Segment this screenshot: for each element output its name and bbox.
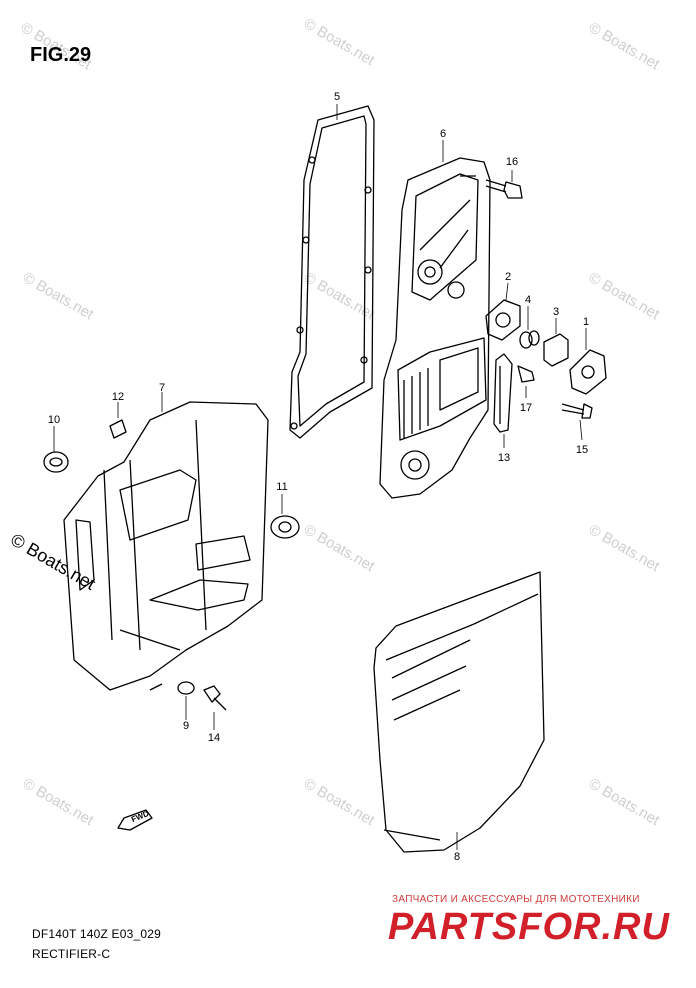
clip-12 <box>109 419 127 439</box>
callout-7: 7 <box>158 382 166 394</box>
callout-9: 9 <box>182 720 190 732</box>
cap-1 <box>569 349 607 395</box>
section-name: RECTIFIER-C <box>32 947 111 961</box>
callout-1: 1 <box>582 316 590 328</box>
callout-15: 15 <box>575 444 589 456</box>
bracket <box>63 401 269 691</box>
gasket <box>289 105 375 439</box>
model-code: DF140T 140Z E03_029 <box>32 927 161 941</box>
rectifier <box>379 157 491 499</box>
grommet-11 <box>270 515 300 539</box>
callout-13: 13 <box>497 452 511 464</box>
bolt-14 <box>203 685 227 711</box>
grommet-10 <box>43 451 69 473</box>
leader-lines <box>53 104 587 850</box>
shop-tagline: ЗАПЧАСТИ И АКСЕССУАРЫ ДЛЯ МОТОТЕХНИКИ <box>392 894 640 905</box>
callout-8: 8 <box>453 851 461 863</box>
small-gasket <box>485 299 521 341</box>
callout-16: 16 <box>505 156 519 168</box>
callout-4: 4 <box>524 294 532 306</box>
spacer-3 <box>543 333 569 367</box>
callout-17: 17 <box>519 402 533 414</box>
callout-14: 14 <box>207 732 221 744</box>
callout-12: 12 <box>111 391 125 403</box>
fwd-arrow <box>117 809 153 831</box>
washer-4 <box>519 330 540 349</box>
bolt-16 <box>485 179 523 199</box>
callout-5: 5 <box>333 91 341 103</box>
shop-logo[interactable]: PARTSFOR.RU <box>388 906 670 948</box>
callout-6: 6 <box>439 128 447 140</box>
callout-3: 3 <box>552 306 560 318</box>
callout-11: 11 <box>276 481 288 493</box>
strap-13 <box>493 353 513 433</box>
callout-10: 10 <box>47 414 61 426</box>
cover <box>373 571 545 853</box>
figure-title: FIG.29 <box>30 44 92 66</box>
bolt-17 <box>517 365 535 383</box>
bolt-15 <box>561 403 593 419</box>
callout-2: 2 <box>504 271 512 283</box>
washer-9 <box>177 681 195 695</box>
